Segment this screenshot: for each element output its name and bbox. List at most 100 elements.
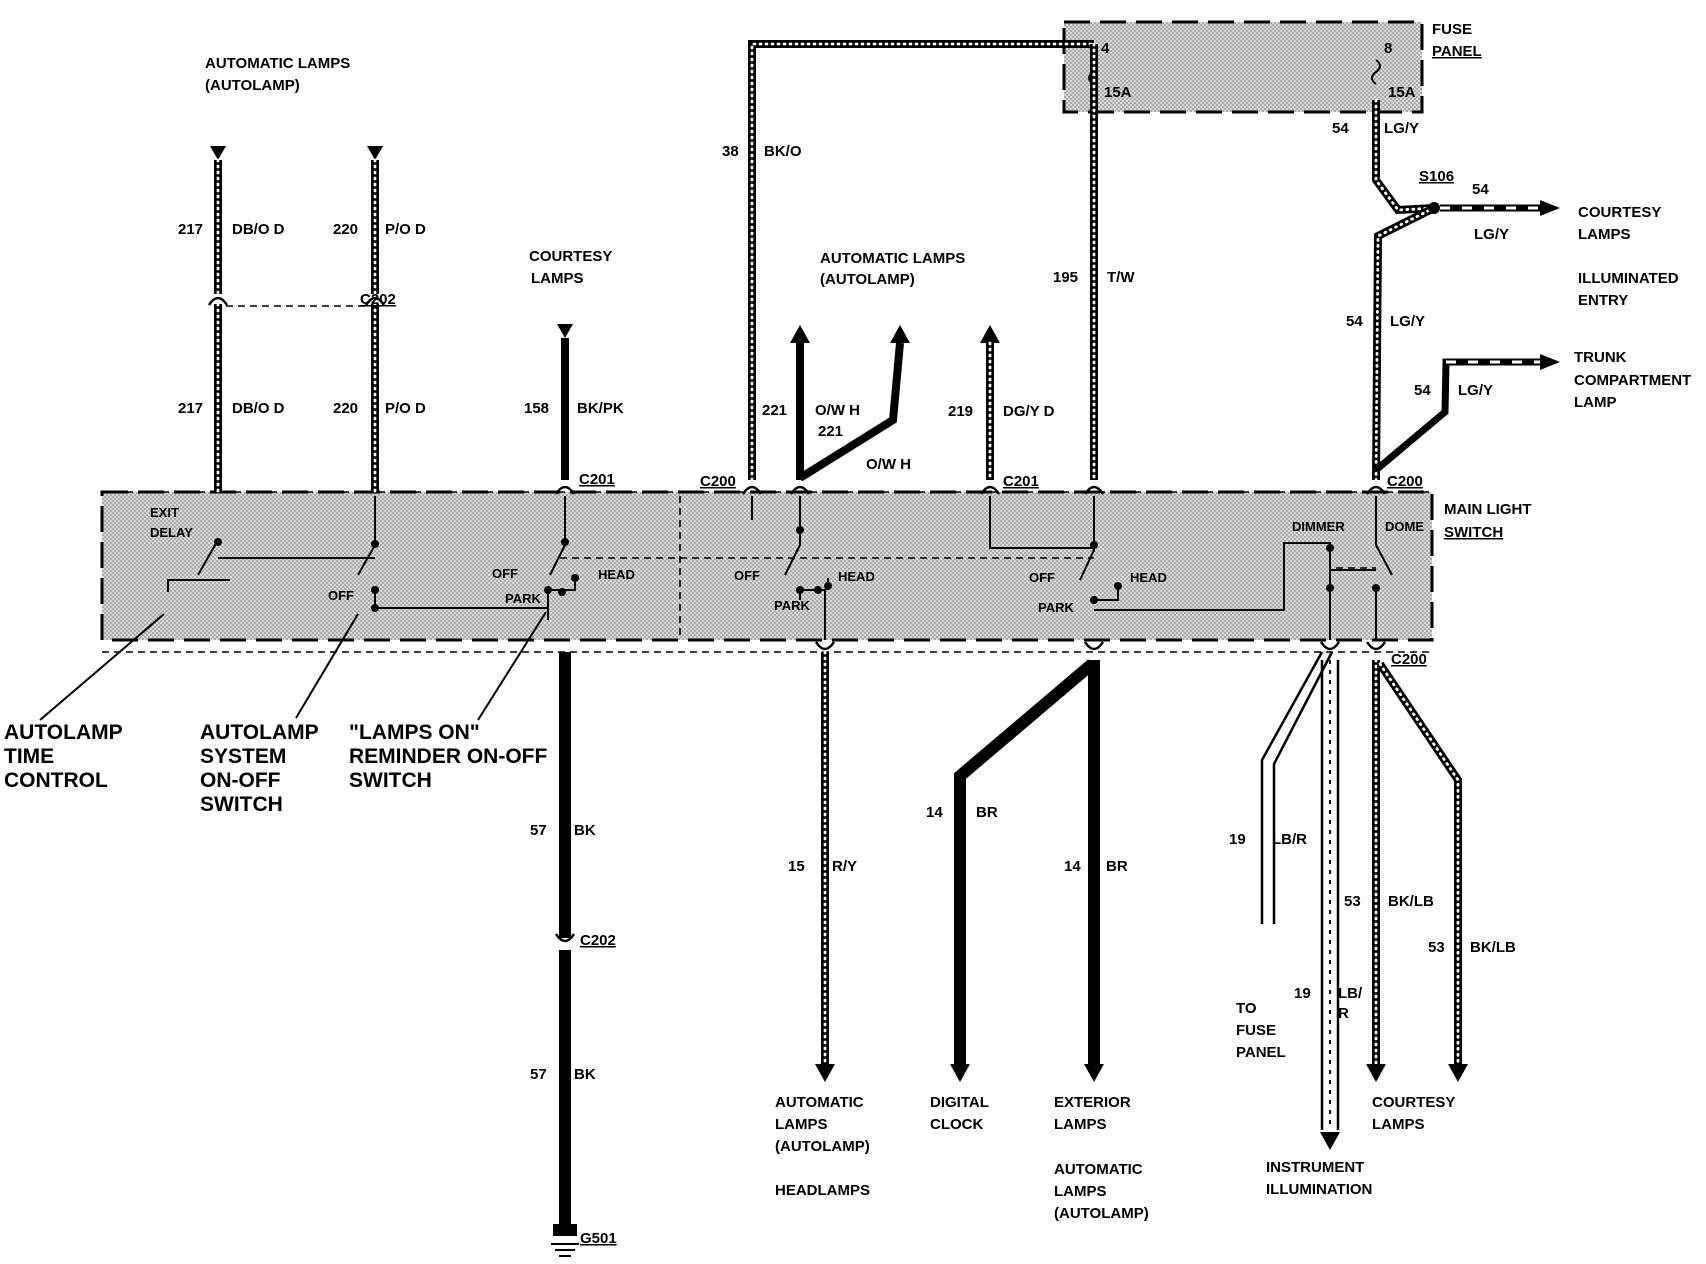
- wire-54-num-c: 54: [1346, 313, 1363, 330]
- connector-c201-mid: C201: [1003, 473, 1039, 490]
- switch-park-label-1: PARK: [505, 591, 541, 606]
- wire-19-color-a: LB/R: [1272, 831, 1307, 848]
- courtesy-lamps-right-1: COURTESY: [1578, 204, 1661, 221]
- switch-off-label-4: OFF: [1029, 570, 1055, 585]
- wire-14-a: [954, 659, 1096, 1064]
- wire-14-color-a: BR: [976, 804, 998, 821]
- fuse-b-number: 8: [1384, 40, 1392, 57]
- switch-head-label-2: HEAD: [838, 569, 875, 584]
- fuse-panel-label-2: PANEL: [1432, 43, 1482, 60]
- ground-block: [553, 1224, 577, 1236]
- wire-221-num-b: 221: [818, 423, 843, 440]
- wire-217-color-a: DB/O D: [232, 221, 285, 238]
- exit-delay-label-2: DELAY: [150, 525, 193, 540]
- switch-off-label-1: OFF: [328, 588, 354, 603]
- headlamps-label: HEADLAMPS: [775, 1182, 870, 1199]
- connector-221-c200: [789, 485, 811, 495]
- wire-221-arrow-b: [890, 325, 910, 343]
- autolamp-headlamps-3: (AUTOLAMP): [775, 1138, 870, 1155]
- connector-c201-left: C201: [579, 471, 615, 488]
- switch-off-label-2: OFF: [492, 566, 518, 581]
- courtesy-lamps-top-1: COURTESY: [529, 248, 612, 265]
- wire-54-a: [1372, 100, 1435, 215]
- wire-219-color: DG/Y D: [1003, 403, 1055, 420]
- switch-internals: [167, 496, 1393, 640]
- connector-217-c202: [207, 296, 229, 306]
- wire-53-num-a: 53: [1344, 893, 1361, 910]
- autolamp-exterior-3: (AUTOLAMP): [1054, 1205, 1149, 1222]
- wire-14-num-a: 14: [926, 804, 943, 821]
- trunk-lamp-1: TRUNK: [1574, 349, 1627, 366]
- splice-s106: S106: [1419, 168, 1454, 185]
- wire-219-arrow: [980, 325, 1000, 343]
- autolamp-system-switch-1: AUTOLAMP: [200, 721, 319, 744]
- main-light-switch: MAIN LIGHT SWITCH EXIT DELAY OFF OFF PAR…: [100, 490, 1532, 653]
- connector-219-c201: [979, 485, 1001, 495]
- wire-15-color: R/Y: [832, 858, 857, 875]
- lamps-on-reminder-1: "LAMPS ON": [349, 721, 480, 744]
- connector-220-c202: [364, 296, 386, 306]
- wire-221-arrow-a: [790, 325, 810, 343]
- wire-38-color: BK/O: [764, 143, 802, 160]
- wire-220-terminal: [367, 146, 383, 160]
- wire-221-color-a: O/W H: [815, 402, 860, 419]
- exterior-lamps-2: LAMPS: [1054, 1116, 1107, 1133]
- wire-221-color-b: O/W H: [866, 456, 911, 473]
- wire-54-color-d: LG/Y: [1458, 382, 1493, 399]
- wire-54-color-a: LG/Y: [1384, 120, 1419, 137]
- wire-54-a-dots: [1374, 98, 1436, 212]
- exterior-lamps-1: EXTERIOR: [1054, 1094, 1131, 1111]
- autolamp-title-mid-1: AUTOMATIC LAMPS: [820, 250, 965, 267]
- wire-195-color: T/W: [1107, 269, 1135, 286]
- wires-layer: [39, 40, 1560, 1257]
- autolamp-title-left-1: AUTOMATIC LAMPS: [205, 55, 350, 72]
- wire-220-color-b: P/O D: [385, 400, 426, 417]
- courtesy-lamps-top-2: LAMPS: [531, 270, 584, 287]
- wire-54-trunk-arrow: [1540, 354, 1560, 370]
- wire-54-color-c: LG/Y: [1390, 313, 1425, 330]
- connector-54-c200: [1365, 485, 1387, 495]
- wire-57-num-b: 57: [530, 1066, 547, 1083]
- wire-54-num-a: 54: [1332, 120, 1349, 137]
- autolamp-time-control-3: CONTROL: [4, 769, 108, 792]
- fuse-panel: FUSE PANEL 4 15A 8 15A: [1062, 20, 1482, 114]
- wire-53-b-dots: [1378, 662, 1460, 1066]
- wire-53-a-arrow: [1366, 1064, 1386, 1082]
- autolamp-system-switch-3: ON-OFF: [200, 769, 281, 792]
- trunk-lamp-2: COMPARTMENT: [1574, 372, 1691, 389]
- wire-14-num-b: 14: [1064, 858, 1081, 875]
- wire-220-num-b: 220: [333, 400, 358, 417]
- switch-head-label-3: HEAD: [1130, 570, 1167, 585]
- leader-system-switch: [295, 613, 359, 719]
- courtesy-lamps-bottom-2: LAMPS: [1372, 1116, 1425, 1133]
- connector-c202-bottom: C202: [580, 932, 616, 949]
- wire-217-num-b: 217: [178, 400, 203, 417]
- switch-park-label-2: PARK: [774, 598, 810, 613]
- wire-57-color-a: BK: [574, 822, 596, 839]
- to-fuse-panel-1: TO: [1236, 1000, 1257, 1017]
- wire-19-num-b: 19: [1294, 985, 1311, 1002]
- wire-54-to-trunk: [1373, 358, 1540, 473]
- autolamp-exterior-1: AUTOMATIC: [1054, 1161, 1143, 1178]
- ground-symbol: [551, 1243, 579, 1257]
- wire-217-color-b: DB/O D: [232, 400, 285, 417]
- wire-57-color-b: BK: [574, 1066, 596, 1083]
- wire-54-b: [1372, 204, 1436, 481]
- wire-220-num-a: 220: [333, 221, 358, 238]
- wire-54-num-b: 54: [1472, 181, 1489, 198]
- fuse-a-number: 4: [1101, 40, 1110, 57]
- illuminated-entry-1: ILLUMINATED: [1578, 270, 1679, 287]
- wire-19-color-b2: R: [1338, 1005, 1349, 1022]
- digital-clock-2: CLOCK: [930, 1116, 983, 1133]
- wire-54-courtesy-arrow: [1540, 200, 1560, 216]
- autolamp-title-mid-2: (AUTOLAMP): [820, 271, 915, 288]
- wire-38-dots: [750, 42, 1096, 482]
- dome-label: DOME: [1385, 519, 1424, 534]
- switch-off-label-3: OFF: [734, 568, 760, 583]
- instrument-illumination-2: ILLUMINATION: [1266, 1181, 1372, 1198]
- wire-221-b: [797, 342, 904, 482]
- wire-54-color-b: LG/Y: [1474, 226, 1509, 243]
- wire-19-num-a: 19: [1229, 831, 1246, 848]
- fuse-a-rating: 15A: [1104, 84, 1132, 101]
- autolamp-time-control-2: TIME: [4, 745, 54, 768]
